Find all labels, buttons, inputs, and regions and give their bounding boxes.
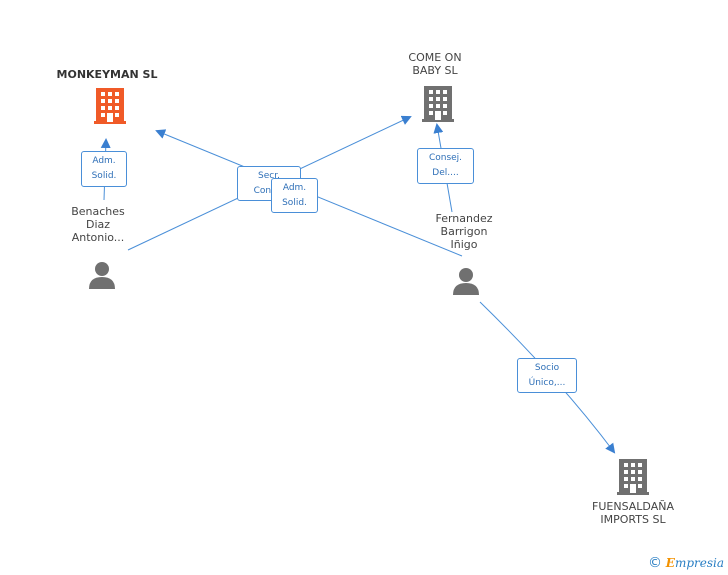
relation-line2: Solid.: [282, 198, 307, 208]
relation-badge-consej-del[interactable]: Consej. Del....: [417, 148, 474, 184]
brand-rest: mpresia: [674, 556, 724, 570]
relation-line1: Secr.: [258, 171, 280, 181]
relation-line1: Consej.: [428, 153, 463, 163]
company-name-line1: COME ON: [408, 51, 462, 64]
person-name-line1: Fernandez: [435, 212, 493, 225]
relation-line1: Socio: [534, 363, 560, 373]
person-name-line1: Benaches: [71, 205, 125, 218]
company-label-fuensaldana[interactable]: FUENSALDAÑA IMPORTS SL: [575, 500, 691, 526]
person-label-fernandez[interactable]: Fernandez Barrigon Iñigo: [420, 212, 508, 251]
relation-badge-adm-solid[interactable]: Adm. Solid.: [271, 178, 318, 213]
company-name-line2: BABY SL: [412, 64, 458, 77]
company-label-comeon[interactable]: COME ON BABY SL: [385, 51, 485, 77]
relation-badge-socio-unico[interactable]: Socio Único,...: [517, 358, 577, 393]
relation-badge-adm-solid[interactable]: Adm. Solid.: [81, 151, 127, 187]
person-name-line2: Barrigon: [440, 225, 488, 238]
person-name-line3: Iñigo: [450, 238, 478, 251]
relation-line1: Adm.: [282, 183, 307, 193]
company-name: MONKEYMAN SL: [56, 68, 158, 81]
building-icon[interactable]: [617, 459, 649, 495]
company-label-monkeyman[interactable]: MONKEYMAN SL: [40, 68, 174, 81]
building-icon[interactable]: [94, 88, 126, 124]
company-name-line2: IMPORTS SL: [600, 513, 666, 526]
copyright-icon: ©: [647, 555, 662, 571]
relation-line2: Del....: [432, 168, 459, 178]
person-name-line2: Diaz: [85, 218, 111, 231]
person-icon[interactable]: [87, 260, 117, 290]
relation-line1: Adm.: [92, 156, 116, 166]
person-label-benaches[interactable]: Benaches Diaz Antonio...: [58, 205, 138, 244]
relation-line2: Cons...: [253, 186, 285, 196]
person-icon[interactable]: [451, 266, 481, 296]
empresia-logo: © Empresia: [648, 555, 724, 571]
person-name-line3: Antonio...: [71, 231, 125, 244]
company-name-line1: FUENSALDAÑA: [592, 500, 674, 513]
relation-line2: Solid.: [91, 171, 117, 181]
building-icon[interactable]: [422, 86, 454, 122]
brand-initial: E: [665, 556, 675, 570]
relation-line2: Único,...: [528, 378, 566, 388]
